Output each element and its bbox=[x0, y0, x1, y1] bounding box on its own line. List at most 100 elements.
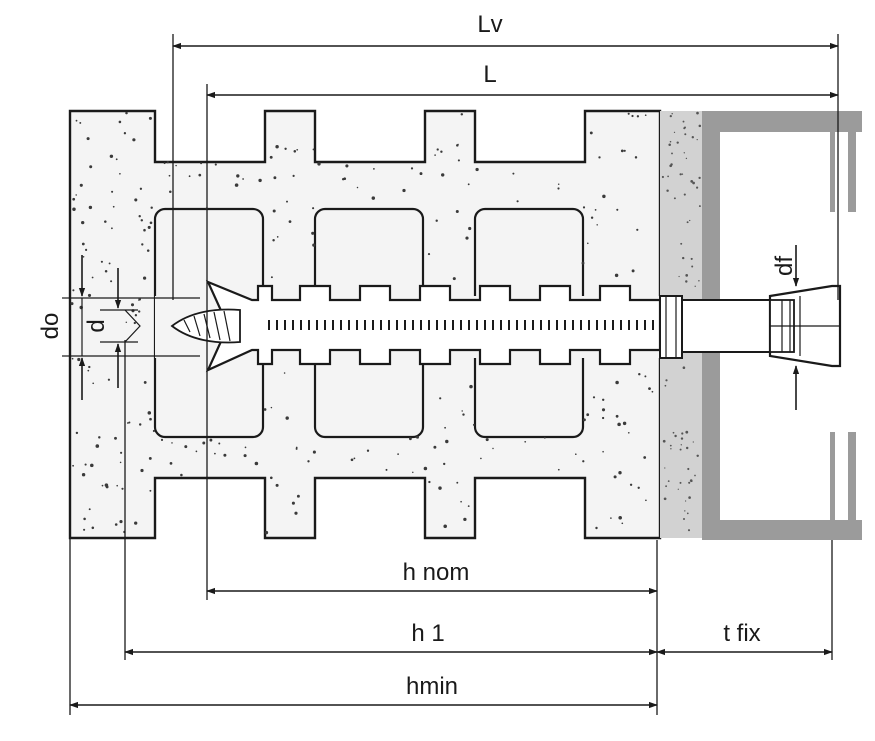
speckle-dot bbox=[423, 466, 428, 471]
speckle-dot bbox=[492, 447, 494, 450]
plaster-dot bbox=[680, 437, 684, 440]
speckle-dot bbox=[263, 408, 267, 411]
speckle-dot bbox=[343, 177, 347, 181]
speckle-dot bbox=[81, 473, 86, 477]
speckle-dot bbox=[258, 178, 262, 183]
speckle-dot bbox=[198, 173, 202, 177]
speckle-dot bbox=[285, 416, 289, 420]
plaster-dot bbox=[684, 510, 686, 512]
speckle-dot bbox=[512, 172, 515, 175]
speckle-dot bbox=[87, 293, 92, 297]
speckle-dot bbox=[434, 154, 436, 156]
plaster-dot bbox=[682, 517, 686, 521]
speckle-dot bbox=[119, 461, 122, 464]
speckle-dot bbox=[472, 423, 475, 426]
label-t-fix: t fix bbox=[723, 620, 760, 647]
speckle-dot bbox=[104, 220, 107, 223]
speckle-dot bbox=[242, 178, 244, 180]
speckle-dot bbox=[602, 450, 604, 453]
plaster-dot bbox=[685, 280, 688, 283]
speckle-dot bbox=[557, 183, 560, 186]
speckle-dot bbox=[269, 155, 273, 159]
speckle-dot bbox=[104, 483, 109, 487]
speckle-dot bbox=[128, 421, 131, 424]
speckle-dot bbox=[111, 227, 113, 230]
speckle-dot bbox=[296, 148, 299, 151]
speckle-dot bbox=[149, 221, 153, 225]
speckle-dot bbox=[184, 445, 188, 449]
plaster-dot bbox=[667, 480, 670, 482]
speckle-dot bbox=[644, 114, 647, 117]
speckle-dot bbox=[467, 183, 470, 186]
speckle-dot bbox=[75, 431, 79, 435]
plaster-dot bbox=[696, 111, 699, 115]
extension-lines bbox=[69, 34, 839, 715]
plaster-dot bbox=[684, 133, 687, 136]
plaster-dot bbox=[665, 485, 667, 488]
speckle-dot bbox=[140, 468, 144, 473]
speckle-dot bbox=[236, 174, 240, 178]
plaster-dot bbox=[688, 496, 691, 499]
speckle-dot bbox=[590, 216, 594, 219]
speckle-dot bbox=[409, 437, 412, 441]
speckle-dot bbox=[127, 422, 129, 424]
speckle-dot bbox=[83, 517, 86, 521]
speckle-dot bbox=[91, 526, 95, 530]
speckle-dot bbox=[82, 255, 85, 258]
speckle-dot bbox=[84, 463, 87, 466]
speckle-dot bbox=[543, 436, 546, 439]
speckle-dot bbox=[273, 176, 277, 180]
speckle-dot bbox=[444, 426, 446, 429]
speckle-dot bbox=[146, 249, 150, 252]
speckle-dot bbox=[615, 414, 619, 418]
speckle-dot bbox=[168, 174, 171, 177]
speckle-dot bbox=[433, 445, 437, 449]
speckle-dot bbox=[133, 321, 136, 325]
speckle-dot bbox=[296, 494, 300, 498]
speckle-dot bbox=[195, 450, 198, 453]
speckle-dot bbox=[601, 416, 605, 420]
speckle-dot bbox=[104, 270, 108, 273]
speckle-dot bbox=[148, 116, 152, 120]
speckle-dot bbox=[169, 462, 173, 465]
speckle-dot bbox=[214, 452, 216, 455]
speckle-dot bbox=[439, 397, 442, 400]
speckle-dot bbox=[582, 460, 585, 463]
plaster-dot bbox=[687, 529, 691, 532]
plaster-dot bbox=[696, 186, 699, 189]
speckle-dot bbox=[631, 269, 635, 273]
speckle-dot bbox=[645, 499, 647, 502]
speckle-dot bbox=[121, 487, 124, 490]
speckle-dot bbox=[460, 113, 464, 116]
speckle-dot bbox=[81, 220, 85, 225]
speckle-dot bbox=[149, 489, 152, 492]
speckle-dot bbox=[457, 159, 460, 162]
speckle-dot bbox=[353, 457, 356, 460]
speckle-dot bbox=[587, 242, 589, 245]
speckle-dot bbox=[575, 453, 577, 456]
speckle-dot bbox=[295, 447, 298, 450]
plaster-dot bbox=[686, 221, 689, 224]
speckle-dot bbox=[469, 384, 473, 389]
speckle-dot bbox=[292, 174, 295, 177]
speckle-dot bbox=[602, 398, 605, 401]
speckle-dot bbox=[602, 194, 606, 199]
speckle-dot bbox=[107, 378, 111, 381]
speckle-dot bbox=[457, 143, 459, 146]
speckle-dot bbox=[648, 387, 651, 390]
speckle-dot bbox=[557, 468, 560, 471]
speckle-dot bbox=[85, 248, 88, 251]
speckle-dot bbox=[312, 450, 316, 454]
speckle-dot bbox=[254, 461, 259, 466]
speckle-dot bbox=[143, 228, 146, 232]
plaster-dot bbox=[679, 173, 682, 176]
speckle-dot bbox=[443, 524, 447, 529]
speckle-dot bbox=[116, 484, 118, 487]
speckle-dot bbox=[166, 161, 169, 164]
speckle-dot bbox=[272, 238, 275, 242]
speckle-dot bbox=[110, 280, 113, 283]
speckle-dot bbox=[88, 205, 93, 210]
speckle-dot bbox=[462, 413, 465, 416]
speckle-dot bbox=[109, 154, 114, 159]
speckle-dot bbox=[175, 164, 177, 167]
